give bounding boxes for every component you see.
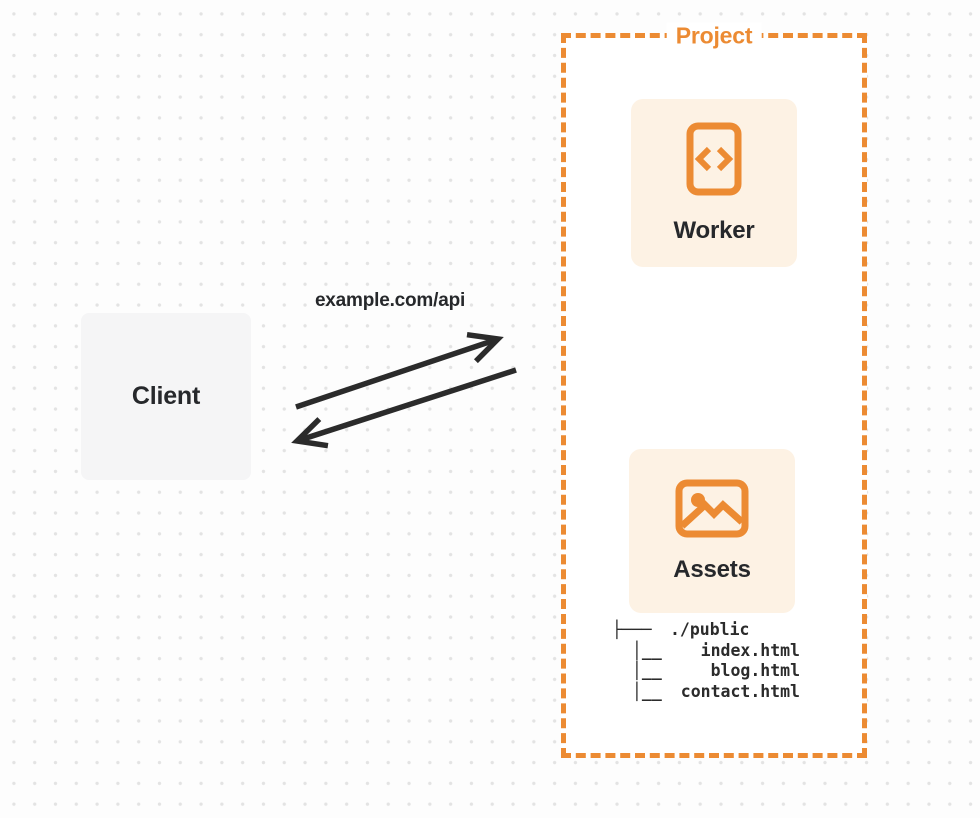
tree-row-root: ├─── ./public	[612, 620, 800, 641]
client-node: Client	[81, 313, 251, 480]
tree-row-file: │__ index.html	[612, 641, 800, 662]
worker-node: Worker	[631, 99, 797, 267]
tree-row-file: │__ blog.html	[612, 661, 800, 682]
tree-branch-glyph: │__	[632, 661, 662, 680]
response-arrow	[291, 367, 517, 449]
request-arrow	[295, 331, 504, 410]
client-label: Client	[131, 382, 201, 410]
project-label: Project	[666, 22, 762, 50]
assets-file-tree: ├─── ./public │__ index.html │__ blog.ht…	[612, 620, 800, 702]
assets-node: Assets	[629, 449, 795, 613]
worker-label: Worker	[673, 216, 755, 244]
tree-row-file: │__ contact.html	[612, 682, 800, 703]
request-url-label: example.com/api	[314, 290, 466, 311]
code-document-icon	[686, 122, 742, 195]
tree-branch-glyph: │__	[632, 681, 662, 701]
assets-label: Assets	[673, 555, 751, 583]
tree-file-name: blog.html	[710, 661, 800, 680]
tree-file-name: index.html	[700, 640, 800, 660]
tree-root-name: ./public	[670, 620, 750, 639]
tree-branch-glyph: │__	[632, 640, 662, 660]
tree-file-name: contact.html	[680, 681, 800, 701]
image-icon	[675, 479, 749, 537]
tree-branch-glyph: ├───	[612, 620, 652, 639]
